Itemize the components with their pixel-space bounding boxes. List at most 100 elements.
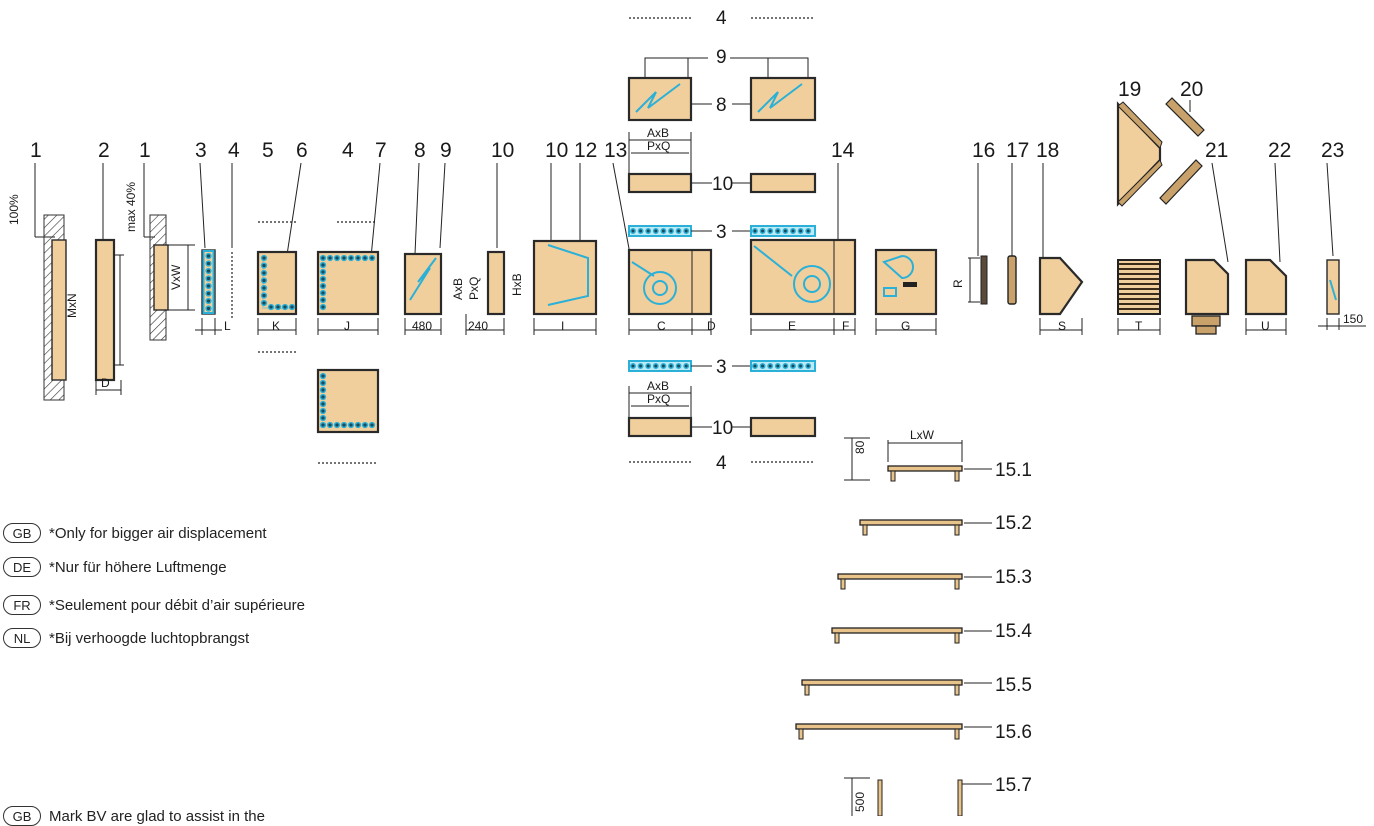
coil-box-J-lower	[316, 368, 380, 464]
legend-text-de: *Nur für höhere Luftmenge	[49, 558, 227, 576]
footer-note-row: GB Mark BV are glad to assist in the	[0, 806, 265, 826]
label-1: 1	[30, 139, 42, 162]
label-1-b: 1	[139, 139, 151, 162]
label-6: 6	[296, 139, 308, 162]
leader-lines	[34, 100, 1334, 271]
dim-G: G	[901, 319, 910, 333]
label-9: 9	[440, 139, 452, 162]
foot-label-15-1: 15.1	[995, 460, 1032, 481]
label-20: 20	[1180, 78, 1203, 101]
wall-opening-partial: max 40% VxW	[124, 182, 195, 341]
dim-AxB-side: AxB	[451, 278, 465, 300]
fan-box-E: E F	[749, 238, 857, 335]
dim-S: S	[1058, 319, 1066, 333]
label-5: 5	[262, 139, 274, 162]
corner-piece-19	[1116, 101, 1163, 207]
louvre-box-T: T	[1117, 259, 1161, 335]
label-19: 19	[1118, 78, 1141, 101]
foot-label-15-7: 15.7	[995, 775, 1032, 796]
dim-J: J	[344, 319, 350, 333]
louvre-piece-20	[1159, 97, 1205, 205]
dim-D-fan: D	[707, 319, 716, 333]
legend-badge-gb: GB	[3, 523, 41, 543]
dim-I: I	[561, 319, 564, 333]
legend-row-gb: GB *Only for bigger air displacement	[0, 523, 267, 543]
label-3: 3	[195, 139, 207, 162]
label-top-9: 9	[716, 47, 727, 68]
label-10: 10	[491, 139, 514, 162]
foot-label-15-6: 15.6	[995, 722, 1032, 743]
foot-label-15-2: 15.2	[995, 513, 1032, 534]
label-23: 23	[1321, 139, 1344, 162]
dim-AxB-low: AxB	[647, 379, 669, 393]
dim-500: 500	[853, 792, 867, 812]
legend-text-gb: *Only for bigger air displacement	[49, 524, 267, 542]
dim-PxQ-top: PxQ	[647, 139, 670, 153]
rain-hood-U: U	[1244, 258, 1288, 335]
dim-VxW: VxW	[169, 264, 183, 290]
section-23: 150	[1318, 259, 1366, 330]
dim-480: 480	[412, 319, 432, 333]
label-bottom-4: 4	[716, 453, 727, 474]
foot-label-15-3: 15.3	[995, 567, 1032, 588]
dim-240: 240	[468, 319, 488, 333]
legend-badge-fr: FR	[3, 595, 41, 615]
label-17: 17	[1006, 139, 1029, 162]
coil-box-K: K	[256, 250, 298, 335]
dim-150: 150	[1343, 312, 1363, 326]
dim-R: R	[951, 279, 965, 288]
label-4-b: 4	[342, 139, 354, 162]
hood-S: S	[1038, 256, 1084, 335]
legend-badge-nl: NL	[3, 628, 41, 648]
grille-16: R	[951, 255, 988, 305]
dim-T: T	[1135, 319, 1143, 333]
label-7: 7	[375, 139, 387, 162]
label-18: 18	[1036, 139, 1059, 162]
mixing-box-I: HxB I	[510, 239, 598, 335]
label-2: 2	[98, 139, 110, 162]
label-low-3: 3	[716, 357, 727, 378]
dim-C: C	[657, 319, 666, 333]
legend-badge-de: DE	[3, 557, 41, 577]
heater-coil-vertical: L	[195, 249, 231, 335]
dim-E: E	[788, 319, 796, 333]
dim-F: F	[842, 319, 849, 333]
rain-hood-21	[1184, 258, 1230, 335]
label-low-10: 10	[712, 418, 733, 439]
feet-group: 80 LxW 500	[795, 428, 992, 816]
label-8: 8	[414, 139, 426, 162]
label-12: 12	[574, 139, 597, 162]
label-top-8: 8	[716, 95, 727, 116]
dim-U: U	[1261, 319, 1270, 333]
grille-17	[1007, 255, 1017, 305]
plenum-box: MxN D	[65, 238, 124, 395]
wall-opening-full: 100%	[7, 194, 67, 401]
legend-row-de: DE *Nur für höhere Luftmenge	[0, 557, 227, 577]
damper-box-240: AxB PxQ 240	[451, 250, 506, 335]
percent-100-label: 100%	[7, 194, 21, 225]
footer-badge-gb: GB	[3, 806, 41, 826]
label-10-b: 10	[545, 139, 568, 162]
control-box-G: G	[874, 248, 938, 335]
dim-L: L	[224, 319, 231, 333]
dim-D: D	[101, 376, 110, 390]
label-13: 13	[604, 139, 627, 162]
label-mid-3: 3	[716, 222, 727, 243]
dim-MxN: MxN	[65, 293, 79, 318]
label-16: 16	[972, 139, 995, 162]
legend-text-nl: *Bij verhoogde luchtopbrangst	[49, 629, 250, 647]
dim-LxW: LxW	[910, 428, 935, 442]
dim-80: 80	[853, 440, 867, 454]
legend-text-fr: *Seulement pour débit d’air supérieure	[49, 596, 305, 614]
label-4: 4	[228, 139, 240, 162]
label-top-4: 4	[716, 8, 727, 29]
dim-PxQ-side: PxQ	[467, 277, 481, 300]
coil-box-J: J	[316, 250, 380, 335]
legend-row-nl: NL *Bij verhoogde luchtopbrangst	[0, 628, 249, 648]
label-14: 14	[831, 139, 855, 162]
footer-note-text: Mark BV are glad to assist in the	[49, 807, 265, 825]
center-stack: 4 9 8 AxB PxQ 10 3 3	[627, 8, 817, 474]
dim-HxB: HxB	[510, 273, 524, 296]
percent-max40-label: max 40%	[124, 182, 138, 232]
